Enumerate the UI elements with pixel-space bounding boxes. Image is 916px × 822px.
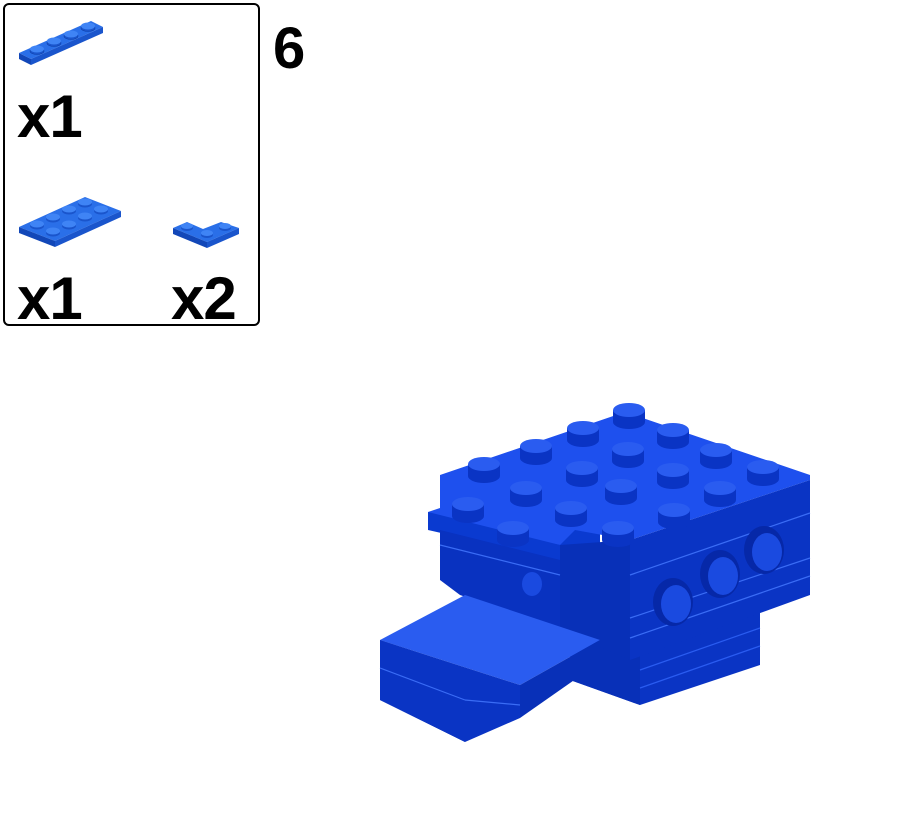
parts-callout-box: x1 x1 (3, 3, 260, 332)
part-plate-corner-icon (171, 211, 243, 251)
part-quantity-plate-1x4: x1 (17, 83, 83, 150)
part-plate-1x4-icon (17, 15, 107, 71)
technic-holes (522, 526, 784, 626)
step-number: 6 (273, 16, 306, 81)
assembled-model-illustration (370, 400, 820, 750)
part-plate-2x4-icon (17, 189, 127, 251)
studs (452, 403, 779, 547)
part-quantity-plate-corner: x2 (171, 265, 237, 332)
part-quantity-plate-2x4: x1 (17, 265, 83, 332)
